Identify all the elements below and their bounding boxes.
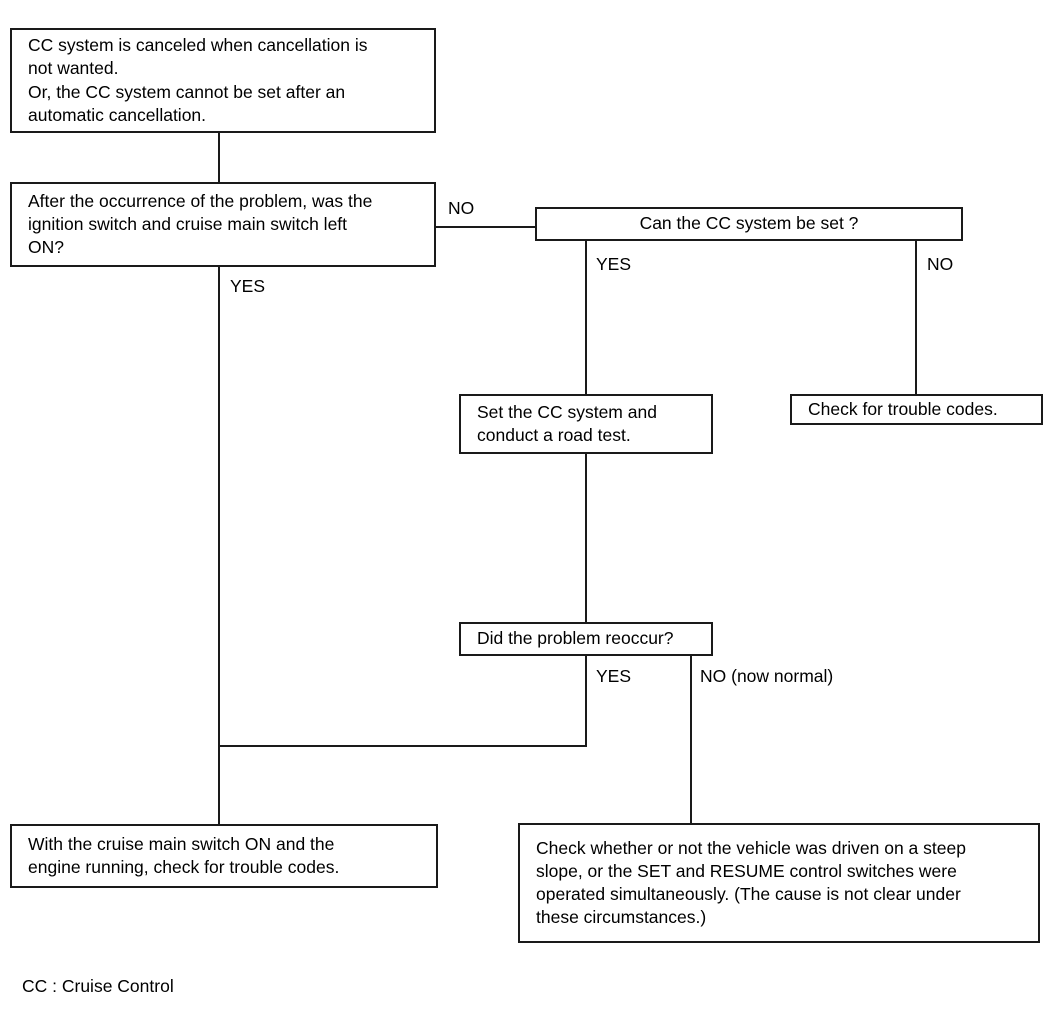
node-symptom-line-3: Or, the CC system cannot be set after an bbox=[28, 81, 346, 102]
node-action-check-steep-slope-line-1: Check whether or not the vehicle was dri… bbox=[536, 837, 966, 858]
node-action-set-road-test: Set the CC system and conduct a road tes… bbox=[459, 394, 713, 454]
node-question-can-set: Can the CC system be set ? bbox=[535, 207, 963, 241]
edge-label-canset-yes: YES bbox=[596, 254, 632, 274]
connector-canset-no-vertical bbox=[915, 240, 917, 395]
edge-label-canset-no: NO bbox=[927, 254, 954, 274]
edge-label-ignition-no: NO bbox=[448, 198, 475, 218]
node-question-can-set-line-1: Can the CC system be set ? bbox=[639, 213, 859, 234]
node-action-check-codes-line-1: Check for trouble codes. bbox=[808, 398, 998, 419]
node-action-check-steep-slope-line-4: these circumstances.) bbox=[536, 907, 707, 928]
footnote-legend: CC : Cruise Control bbox=[22, 976, 174, 996]
edge-label-reoccur-no: NO (now normal) bbox=[700, 666, 834, 686]
node-action-set-road-test-line-1: Set the CC system and bbox=[477, 401, 657, 422]
node-question-ignition-line-2: ignition switch and cruise main switch l… bbox=[28, 213, 348, 234]
connector-reoccur-yes-vertical bbox=[585, 655, 587, 747]
connector-ignition-no-horizontal bbox=[436, 226, 537, 228]
node-symptom: CC system is canceled when cancellation … bbox=[10, 28, 436, 133]
connector-symptom-to-ignition bbox=[218, 133, 220, 184]
node-symptom-line-4: automatic cancellation. bbox=[28, 104, 207, 125]
connector-ignition-yes-trunk bbox=[218, 267, 220, 825]
node-question-reoccur-line-1: Did the problem reoccur? bbox=[477, 628, 674, 649]
node-question-ignition-line-1: After the occurrence of the problem, was… bbox=[28, 190, 373, 211]
node-action-cruise-on-check-codes: With the cruise main switch ON and the e… bbox=[10, 824, 438, 888]
connector-reoccur-yes-horizontal bbox=[218, 745, 587, 747]
node-question-ignition: After the occurrence of the problem, was… bbox=[10, 182, 436, 267]
node-question-reoccur: Did the problem reoccur? bbox=[459, 622, 713, 656]
node-question-ignition-line-3: ON? bbox=[28, 237, 64, 258]
node-action-check-steep-slope: Check whether or not the vehicle was dri… bbox=[518, 823, 1040, 943]
node-action-check-steep-slope-line-2: slope, or the SET and RESUME control swi… bbox=[536, 860, 957, 881]
node-action-cruise-on-check-codes-line-2: engine running, check for trouble codes. bbox=[28, 857, 340, 877]
node-action-cruise-on-check-codes-line-1: With the cruise main switch ON and the bbox=[28, 833, 335, 854]
node-action-set-road-test-line-2: conduct a road test. bbox=[477, 425, 631, 445]
node-symptom-line-2: not wanted. bbox=[28, 58, 119, 79]
connector-reoccur-no-vertical bbox=[690, 655, 692, 824]
connector-roadtest-to-reoccur bbox=[585, 453, 587, 623]
edge-label-reoccur-yes: YES bbox=[596, 666, 632, 686]
node-symptom-line-1: CC system is canceled when cancellation … bbox=[28, 35, 368, 56]
edge-label-ignition-yes: YES bbox=[230, 276, 266, 296]
node-action-check-codes: Check for trouble codes. bbox=[790, 394, 1043, 425]
node-action-check-steep-slope-line-3: operated simultaneously. (The cause is n… bbox=[536, 884, 961, 904]
connector-canset-yes-vertical bbox=[585, 240, 587, 395]
